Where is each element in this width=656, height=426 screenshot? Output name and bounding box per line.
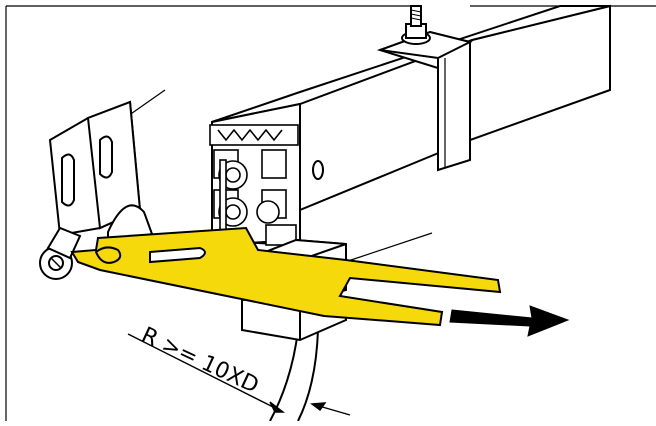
- bend-radius-label: R >= 10XD: [137, 323, 262, 399]
- mounting-bracket: [39, 100, 154, 280]
- hanger-clamp: [312, 5, 473, 180]
- dimension-arrows: [127, 333, 351, 416]
- frame-lines: [5, 5, 656, 421]
- pull-direction-arrow: [449, 305, 570, 337]
- insertion-tool-fork: [70, 226, 502, 327]
- rail-end-profile: [209, 124, 299, 246]
